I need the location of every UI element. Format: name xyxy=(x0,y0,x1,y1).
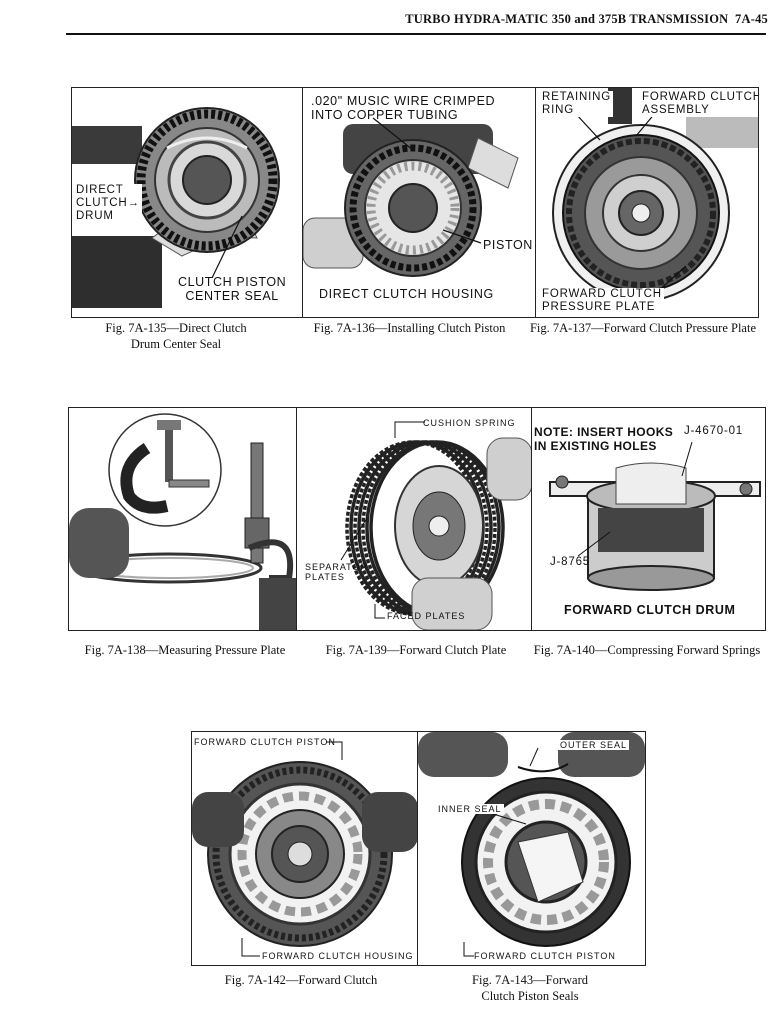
label-music-wire: .020" MUSIC WIRE CRIMPED INTO COPPER TUB… xyxy=(311,94,496,123)
fig-143-photo: OUTER SEAL INNER SEAL FORWARD CLUTCH PIS… xyxy=(417,731,646,966)
caption-fig-135-line1: Fig. 7A-135—Direct Clutch xyxy=(105,321,247,335)
label-direct-clutch-drum: DIRECT CLUTCH→ DRUM xyxy=(74,184,142,224)
fig-135-photo: DIRECT CLUTCH→ DRUM CLUTCH PISTON CENTER… xyxy=(71,87,304,318)
caption-fig-138: Fig. 7A-138—Measuring Pressure Plate xyxy=(70,642,300,658)
header-title: TURBO HYDRA-MATIC 350 and 375B TRANSMISS… xyxy=(405,12,729,26)
caption-fig-136-line1: Fig. 7A-136—Installing Clutch Piston xyxy=(313,321,506,335)
caption-fig-143: Fig. 7A-143—Forward Clutch Piston Seals xyxy=(440,972,620,1005)
forward-clutch-pressure-plate-illustration xyxy=(552,88,758,302)
label-note-insert-hooks: NOTE: INSERT HOOKS IN EXISTING HOLES xyxy=(534,425,674,453)
pressure-plate-measurement-illustration xyxy=(69,413,297,630)
forward-clutch-illustration xyxy=(192,741,418,957)
caption-fig-143-line2: Clutch Piston Seals xyxy=(481,989,579,1004)
fig-138-photo xyxy=(68,407,298,631)
label-separator-plates: SEPARATOR PLATES xyxy=(305,562,369,583)
caption-fig-142-line1: Fig. 7A-142—Forward Clutch xyxy=(224,973,378,987)
label-outer-seal: OUTER SEAL xyxy=(558,740,630,751)
label-forward-clutch-piston-143: FORWARD CLUTCH PISTON xyxy=(474,951,616,961)
label-forward-clutch-assembly: FORWARD CLUTCH ASSEMBLY xyxy=(640,91,758,118)
forward-springs-compressor-illustration xyxy=(549,441,761,591)
caption-fig-139-line1: Fig. 7A-139—Forward Clutch Plate xyxy=(325,643,507,657)
label-forward-clutch-housing: FORWARD CLUTCH HOUSING xyxy=(262,951,414,961)
clutch-piston-installation-illustration xyxy=(303,117,519,277)
caption-fig-135-line2: Drum Center Seal xyxy=(130,337,222,352)
label-tool-j-8765: J-8765 xyxy=(550,556,590,568)
label-retaining-ring: RETAINING RING xyxy=(540,91,613,118)
label-forward-clutch-pressure-plate: FORWARD CLUTCH PRESSURE PLATE xyxy=(540,288,664,315)
forward-clutch-plate-illustration xyxy=(340,421,532,630)
fig-137-photo: RETAINING RING FORWARD CLUTCH ASSEMBLY F… xyxy=(535,87,759,318)
caption-fig-143-line1: Fig. 7A-143—Forward xyxy=(472,973,588,987)
fig-142-photo: FORWARD CLUTCH PISTON FORWARD CLUTCH HOU… xyxy=(191,731,419,966)
caption-fig-137-line1: Fig. 7A-137—Forward Clutch Pressure Plat… xyxy=(529,321,757,335)
fig-136-photo: .020" MUSIC WIRE CRIMPED INTO COPPER TUB… xyxy=(302,87,537,318)
label-forward-clutch-piston: FORWARD CLUTCH PISTON xyxy=(194,737,336,747)
label-tool-j-4670-01: J-4670-01 xyxy=(684,425,743,437)
label-clutch-piston-center-seal: CLUTCH PISTON CENTER SEAL xyxy=(178,275,287,304)
caption-fig-139: Fig. 7A-139—Forward Clutch Plate xyxy=(306,642,526,658)
header-rule xyxy=(66,33,766,35)
forward-clutch-piston-seals-illustration xyxy=(418,732,645,957)
caption-fig-142: Fig. 7A-142—Forward Clutch xyxy=(195,972,407,988)
direct-clutch-drum-illustration xyxy=(72,107,280,308)
caption-fig-140-line1: Fig. 7A-140—Compressing Forward Springs xyxy=(533,643,761,657)
label-direct-clutch-housing: DIRECT CLUTCH HOUSING xyxy=(319,287,494,301)
fig-140-photo: NOTE: INSERT HOOKS IN EXISTING HOLES J-4… xyxy=(531,407,766,631)
header-page-number: 7A-45 xyxy=(735,12,768,26)
running-header: TURBO HYDRA-MATIC 350 and 375B TRANSMISS… xyxy=(0,12,768,27)
label-faced-plates: FACED PLATES xyxy=(387,611,466,621)
label-piston: PISTON xyxy=(483,238,533,252)
label-inner-seal: INNER SEAL xyxy=(436,804,504,815)
label-forward-clutch-drum: FORWARD CLUTCH DRUM xyxy=(564,603,736,617)
label-cushion-spring: CUSHION SPRING xyxy=(423,418,516,428)
fig-139-photo: CUSHION SPRING SEPARATOR PLATES FACED PL… xyxy=(296,407,533,631)
caption-fig-137: Fig. 7A-137—Forward Clutch Pressure Plat… xyxy=(520,320,766,336)
caption-fig-138-line1: Fig. 7A-138—Measuring Pressure Plate xyxy=(84,643,286,657)
caption-fig-135: Fig. 7A-135—Direct Clutch Drum Center Se… xyxy=(86,320,266,353)
caption-fig-136: Fig. 7A-136—Installing Clutch Piston xyxy=(303,320,516,336)
caption-fig-140: Fig. 7A-140—Compressing Forward Springs xyxy=(520,642,774,658)
